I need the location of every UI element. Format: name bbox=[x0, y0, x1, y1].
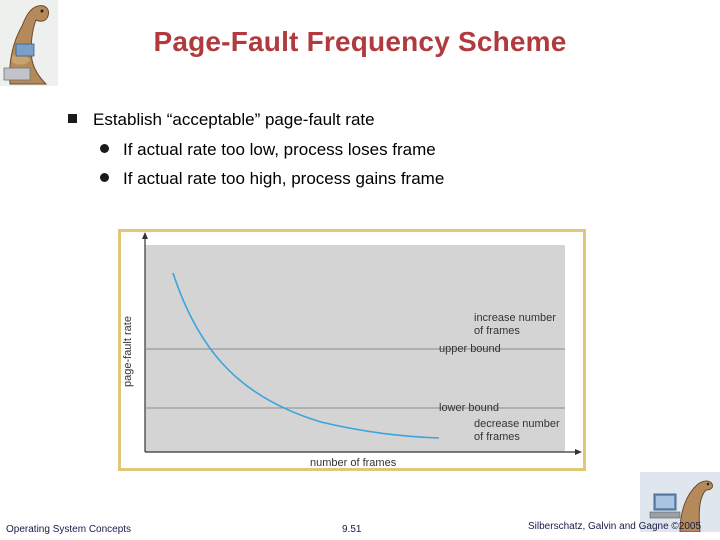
sub-bullet-text: If actual rate too low, process loses fr… bbox=[123, 140, 436, 159]
diagram-canvas: page-fault rate number of frames increas… bbox=[122, 232, 582, 468]
y-axis-label: page-fault rate bbox=[122, 316, 134, 387]
sub-bullet-text: If actual rate too high, process gains f… bbox=[123, 169, 445, 188]
lower-bound-label: lower bound bbox=[439, 402, 499, 414]
dinosaur-logo-bottom-right bbox=[640, 472, 720, 533]
page-fault-frequency-diagram: page-fault rate number of frames increas… bbox=[118, 229, 586, 471]
x-axis-arrow-icon bbox=[575, 449, 582, 455]
upper-bound-label: upper bound bbox=[439, 343, 501, 355]
bullet-item: Establish “acceptable” page-fault rate bbox=[68, 110, 375, 130]
decrease-label-line1: decrease number bbox=[474, 418, 560, 430]
dinosaur-logo-top-left bbox=[0, 0, 58, 86]
sub-bullet-item: If actual rate too low, process loses fr… bbox=[100, 140, 436, 160]
y-axis-arrow-icon bbox=[142, 232, 148, 239]
page-fault-curve bbox=[172, 272, 440, 439]
sub-bullet-item: If actual rate too high, process gains f… bbox=[100, 169, 444, 189]
decrease-label-line2: of frames bbox=[474, 431, 520, 443]
increase-label-line1: increase number bbox=[474, 312, 556, 324]
x-axis-label: number of frames bbox=[310, 457, 397, 468]
footer-copyright: Silberschatz, Galvin and Gagne ©2005 bbox=[528, 521, 702, 532]
increase-label-line2: of frames bbox=[474, 325, 520, 337]
slide-title: Page-Fault Frequency Scheme bbox=[153, 26, 567, 57]
round-bullet-icon bbox=[100, 144, 109, 154]
round-bullet-icon bbox=[100, 173, 109, 183]
footer-course-name: Operating System Concepts bbox=[6, 524, 132, 535]
footer-page-number: 9.51 bbox=[342, 524, 362, 535]
bullet-text: Establish “acceptable” page-fault rate bbox=[93, 110, 375, 129]
square-bullet-icon bbox=[68, 114, 77, 124]
